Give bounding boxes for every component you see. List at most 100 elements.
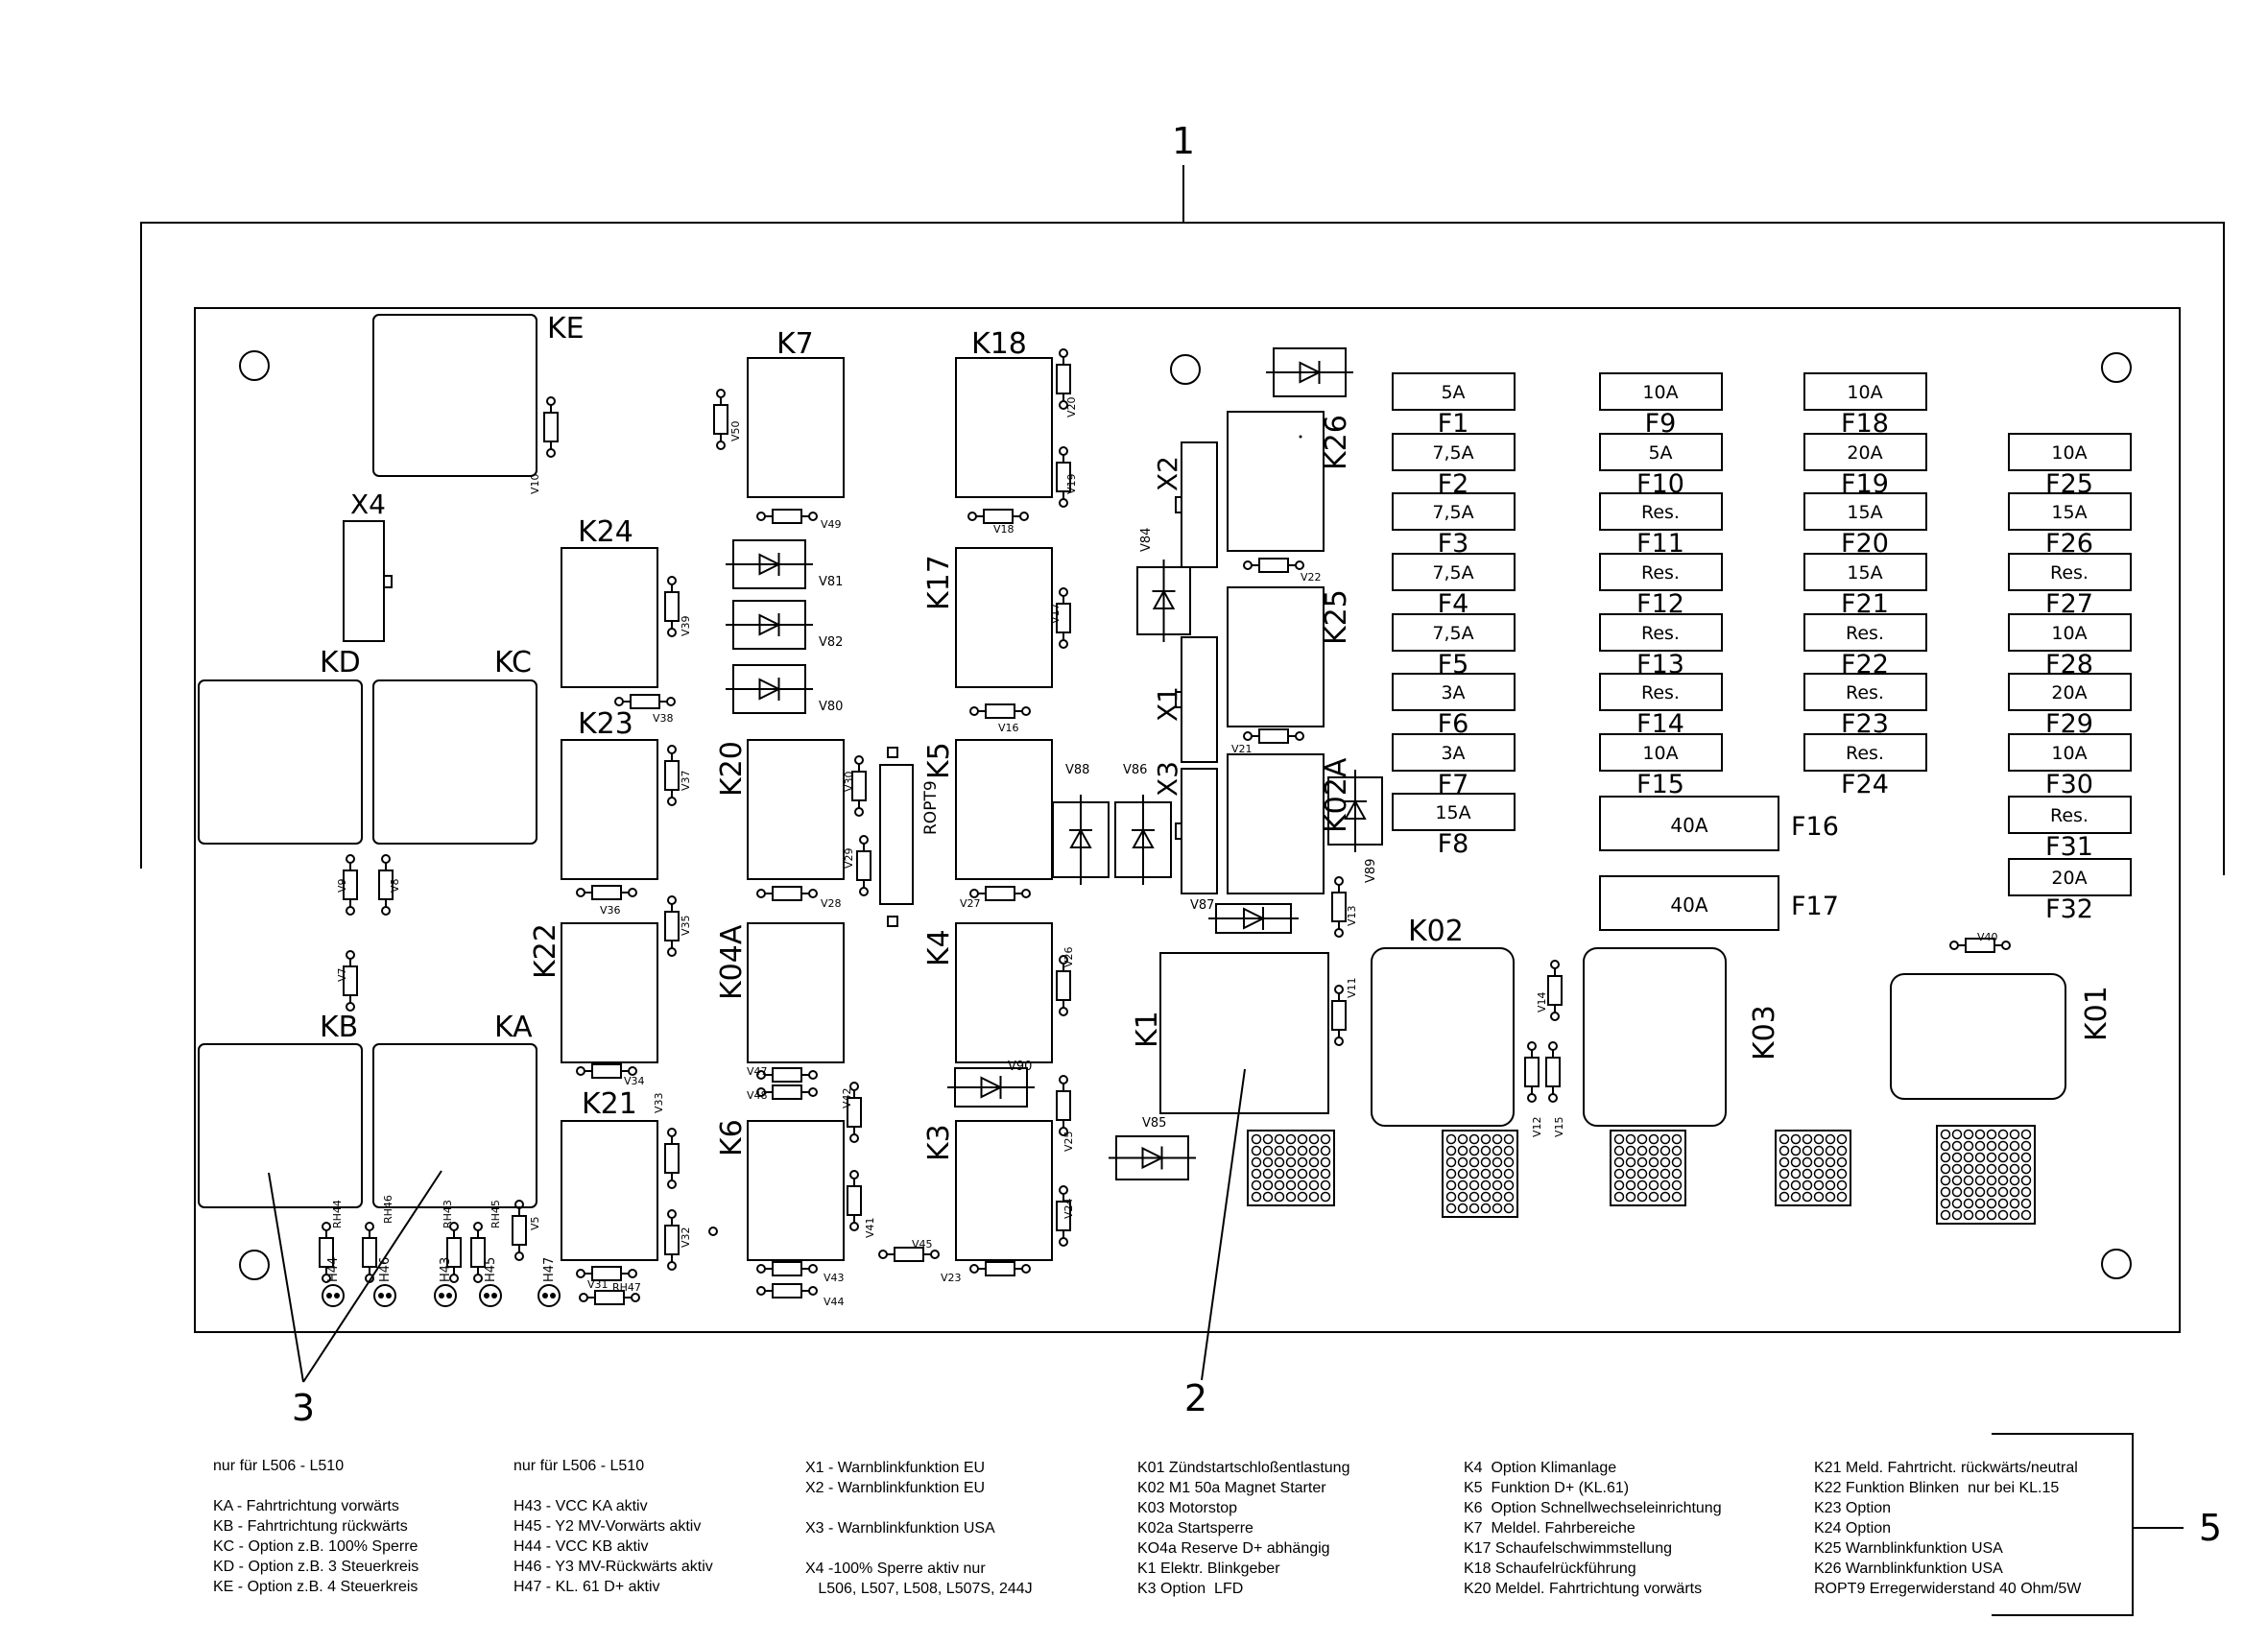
- fuse-label: F22: [1841, 650, 1889, 679]
- relay-k01: K01: [1890, 973, 2113, 1100]
- fuse-label: F19: [1841, 469, 1889, 499]
- component-label: V82: [819, 635, 843, 650]
- led-h46: H46: [373, 1257, 396, 1307]
- relay-body: [198, 1043, 363, 1208]
- diode-v82: [726, 600, 813, 650]
- relay-k02: K02: [1371, 915, 1515, 1127]
- component-label: V88: [1065, 763, 1089, 777]
- relay-label: K5: [922, 742, 956, 779]
- legend-line: L506, L507, L508, L507S, 244J: [805, 1581, 1033, 1597]
- resistor-v22: V22: [1243, 558, 1322, 584]
- relay-k23: K23: [561, 707, 658, 880]
- component-label: V45: [912, 1238, 933, 1251]
- component-label: V25: [1062, 1131, 1075, 1152]
- relay-kb: KB: [198, 1011, 363, 1208]
- led-h44: H44: [322, 1257, 345, 1307]
- relay-body: [747, 922, 845, 1063]
- legend-line: K02a Startsperre: [1137, 1520, 1253, 1537]
- led-array-4: [1775, 1130, 1851, 1206]
- fuse-body: [1392, 553, 1516, 591]
- relay-label: KB: [320, 1011, 358, 1044]
- resistor-v14: V14: [1536, 960, 1563, 1021]
- diode-v80: [726, 664, 813, 714]
- resistor-v33: V33: [653, 1092, 680, 1189]
- diode-v81: [726, 539, 813, 589]
- relay-body: [1181, 636, 1218, 763]
- relay-x1: X1: [1152, 636, 1218, 763]
- fuse-label: F10: [1636, 469, 1684, 499]
- component-label: V48: [747, 1089, 768, 1102]
- resistor-v9: V9: [336, 854, 358, 916]
- fuse-rating: Res.: [1641, 502, 1680, 523]
- legend-line: K17 Schaufelschwimmstellung: [1464, 1540, 1672, 1557]
- resistor-rh43: RH43: [442, 1200, 462, 1283]
- relay-k24: K24: [561, 515, 658, 688]
- relay-kc: KC: [372, 646, 537, 845]
- fuse-body: [1599, 875, 1779, 931]
- callout-1: 1: [1172, 120, 1195, 162]
- led-array-2: [1442, 1130, 1518, 1218]
- relay-label: K4: [922, 929, 956, 966]
- fuse-body: [1599, 796, 1779, 851]
- fuse-rating: 15A: [1435, 802, 1470, 823]
- fuse-label: F28: [2045, 650, 2093, 679]
- fuse-body: [2008, 733, 2132, 772]
- legend-line: K1 Elektr. Blinkgeber: [1137, 1561, 1280, 1577]
- fuse-f27: Res.F27: [2008, 553, 2132, 619]
- relay-label: K22: [529, 923, 562, 979]
- legend-line: K24 Option: [1814, 1520, 1892, 1537]
- legend-line: K7 Meldel. Fahrbereiche: [1464, 1520, 1635, 1537]
- relay-k5: K5: [922, 739, 1053, 880]
- fuse-label: F7: [1438, 770, 1469, 799]
- fuse-rating: Res.: [1641, 562, 1680, 584]
- fuse-body: [1803, 733, 1927, 772]
- component-label: V23: [941, 1272, 962, 1284]
- fuse-label: F31: [2045, 832, 2093, 862]
- relay-ke: KE: [372, 312, 585, 477]
- legend-line: nur für L506 - L510: [213, 1458, 345, 1474]
- legend-line: K20 Meldel. Fahrtrichtung vorwärts: [1464, 1581, 1703, 1597]
- fuse-body: [1599, 733, 1723, 772]
- component-label: V10: [529, 473, 541, 494]
- component-label: RH47: [612, 1281, 641, 1294]
- resistor-v21: V21: [1231, 728, 1304, 755]
- fuse-f14: Res.F14: [1599, 673, 1723, 739]
- relay-label: X1: [1152, 686, 1183, 722]
- fuse-rating: 10A: [2051, 743, 2087, 764]
- mounting-hole: [239, 1250, 270, 1280]
- relay-label: K20: [715, 741, 749, 797]
- fuse-f23: Res.F23: [1803, 673, 1927, 739]
- component-label: V12: [1531, 1116, 1543, 1137]
- fuse-body: [1803, 673, 1927, 711]
- component-label: V22: [1301, 571, 1322, 584]
- relay-body: [1159, 952, 1329, 1114]
- fuse-rating: 7,5A: [1432, 502, 1473, 523]
- legend-line: K22 Funktion Blinken nur bei KL.15: [1814, 1480, 2060, 1496]
- callout-3: 3: [292, 1387, 315, 1429]
- resistor-v5: V5: [512, 1200, 541, 1261]
- component-label: V33: [653, 1092, 665, 1113]
- resistor-v30: V30: [843, 755, 867, 817]
- component-label: V89: [1364, 859, 1378, 883]
- relay-body: [879, 764, 914, 905]
- fuse-body: [2008, 553, 2132, 591]
- mounting-hole: [2101, 352, 2132, 383]
- diode-v86: [1114, 795, 1172, 885]
- component-label: RH46: [382, 1195, 394, 1224]
- component-label: V29: [843, 847, 855, 869]
- resistor-v12: V12: [1524, 1041, 1543, 1137]
- diode-k26: [1266, 347, 1353, 397]
- resistor-v20: V20: [1056, 348, 1078, 417]
- legend-line: K18 Schaufelrückführung: [1464, 1561, 1636, 1577]
- relay-k20: K20: [715, 739, 845, 880]
- component-label: V36: [600, 904, 621, 917]
- resistor-v45: V45: [878, 1238, 940, 1262]
- diode-v84: [1136, 560, 1191, 642]
- legend-line: X2 - Warnblinkfunktion EU: [805, 1480, 986, 1496]
